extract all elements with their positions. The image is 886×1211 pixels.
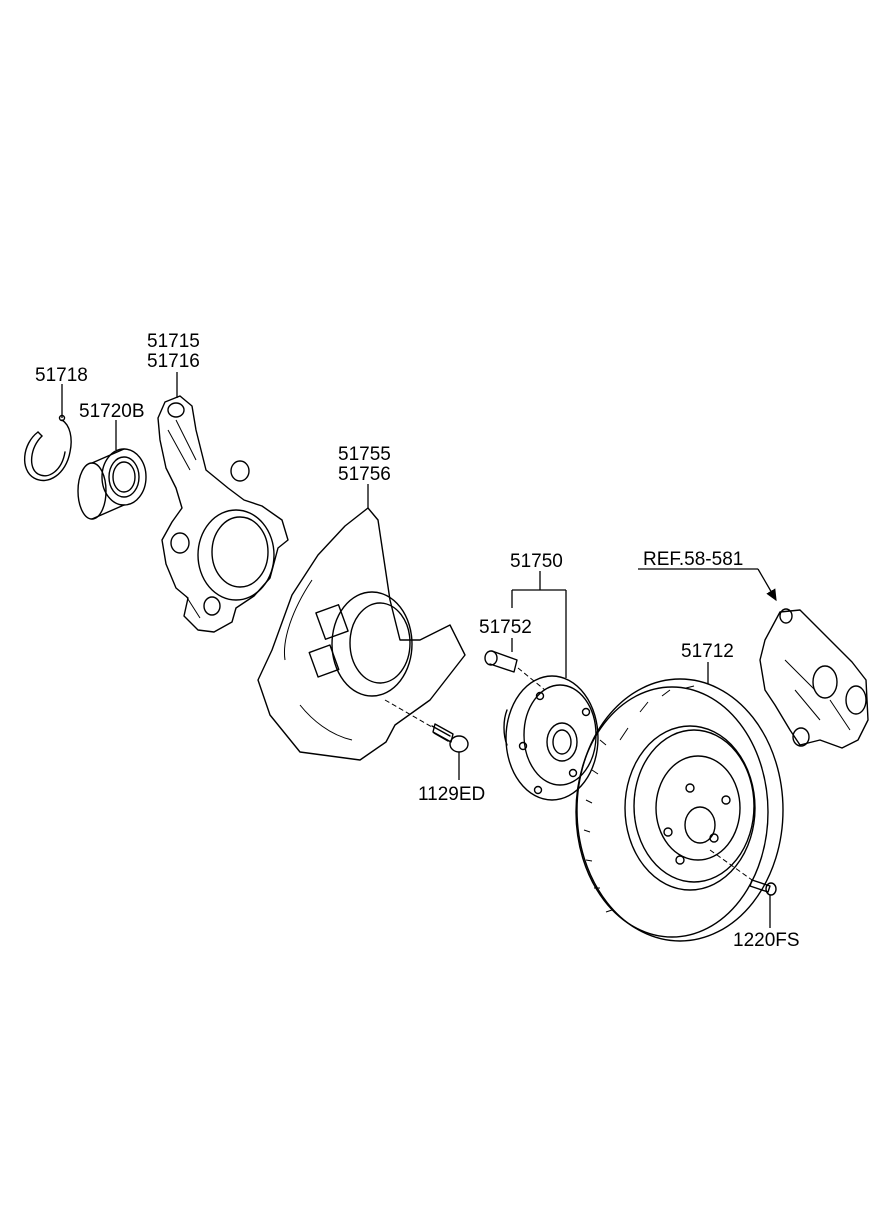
label-51750: 51750 bbox=[510, 551, 563, 572]
leader-lines bbox=[58, 372, 777, 928]
brake-disc-51712[interactable] bbox=[575, 678, 784, 942]
snap-ring-51718[interactable] bbox=[24, 419, 72, 482]
bolt-1129ed[interactable] bbox=[384, 699, 469, 753]
dust-cover-51755-51756[interactable] bbox=[257, 507, 466, 761]
wheel-bearing-51720b[interactable] bbox=[77, 448, 147, 520]
brake-caliper-ref[interactable] bbox=[759, 608, 869, 749]
label-ref-58-581: REF.58-581 bbox=[643, 549, 743, 570]
label-51718: 51718 bbox=[35, 365, 88, 386]
label-1129ed: 1129ED bbox=[418, 784, 485, 805]
label-51752: 51752 bbox=[479, 617, 532, 638]
steering-knuckle-51715-51716[interactable] bbox=[157, 395, 289, 633]
label-51716: 51716 bbox=[147, 351, 200, 372]
wheel-bolt-51752[interactable] bbox=[484, 650, 546, 691]
screw-1220fs[interactable] bbox=[709, 849, 777, 896]
label-1220fs: 1220FS bbox=[733, 930, 800, 951]
label-51756: 51756 bbox=[338, 464, 391, 485]
label-51715: 51715 bbox=[147, 331, 200, 352]
label-51712: 51712 bbox=[681, 641, 734, 662]
wheel-hub-51750[interactable] bbox=[503, 675, 599, 801]
label-51720b: 51720B bbox=[79, 401, 145, 422]
label-51755: 51755 bbox=[338, 444, 391, 465]
